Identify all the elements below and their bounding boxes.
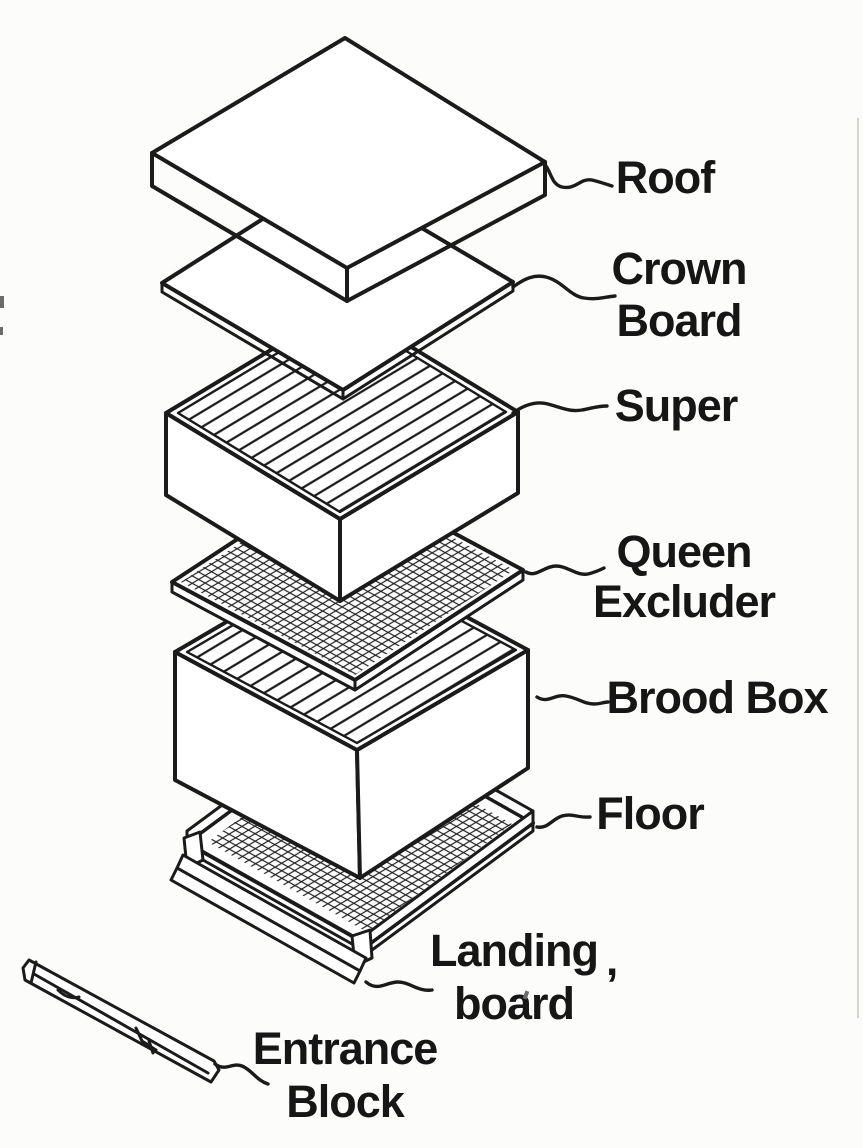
label-floor: Floor [596, 788, 704, 839]
label-crown-board-line1: Crown [611, 243, 748, 294]
label-roof: Roof [615, 152, 715, 203]
label-crown-board: Crown Board [611, 243, 748, 347]
super-drawing [164, 304, 520, 603]
leader-lines [213, 158, 617, 1086]
label-landing-board-line2: board [453, 978, 575, 1029]
label-crown-board-line2: Board [616, 295, 742, 346]
stray-comma-mark: , [606, 936, 619, 985]
leader-brood-box [535, 694, 610, 706]
entrance-block-drawing [21, 958, 221, 1084]
scan-speck [0, 327, 3, 335]
scan-speck [0, 296, 4, 308]
label-entrance-block: Entrance Block [252, 1022, 439, 1128]
leader-floor [535, 813, 592, 829]
leader-roof [539, 158, 614, 190]
label-landing-board: Landing board [430, 924, 599, 1030]
label-entrance-block-line2: Block [286, 1076, 405, 1127]
leader-super [511, 401, 609, 415]
leader-landing-board [364, 980, 434, 992]
label-queen-excluder-line2: Excluder [592, 576, 776, 627]
label-landing-board-line1: Landing [430, 925, 599, 976]
leader-queen-excluder [524, 564, 606, 576]
label-super: Super [614, 380, 739, 431]
roof-drawing [150, 36, 547, 303]
landing-board-drawing [169, 853, 368, 985]
scan-edge-artifact [857, 118, 859, 1018]
label-queen-excluder-line1: Queen [616, 526, 752, 577]
label-queen-excluder: Queen Excluder [592, 526, 776, 627]
label-brood-box: Brood Box [606, 672, 829, 723]
leader-crown-board [511, 274, 617, 301]
leader-entrance-block [213, 1062, 270, 1086]
label-entrance-block-line1: Entrance [252, 1023, 439, 1074]
